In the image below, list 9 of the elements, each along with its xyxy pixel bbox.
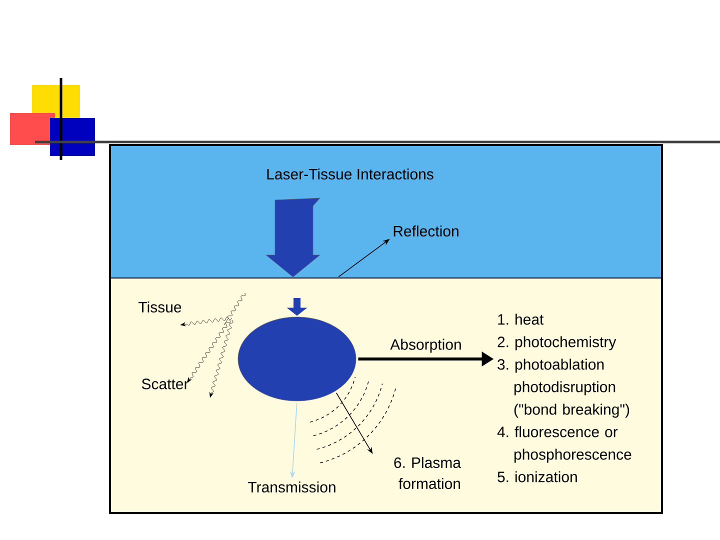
process-label: Reflection xyxy=(394,225,458,236)
title: Laser-Tissue Interactions xyxy=(267,168,434,180)
region-label: Tissue xyxy=(138,301,182,312)
process-label: Transmission xyxy=(248,481,336,492)
tissue-ellipse xyxy=(238,316,356,402)
effect-list: 1. heat 2. photochemistry 3. photoablation photodisruption ("bond breaking") 4. fluorescence or phosphorescence 5. ionization xyxy=(497,314,632,482)
process-label: 6. Plasma formation xyxy=(394,456,461,489)
edge-label: Absorption xyxy=(389,338,463,354)
region-label: Scatter xyxy=(142,378,188,390)
